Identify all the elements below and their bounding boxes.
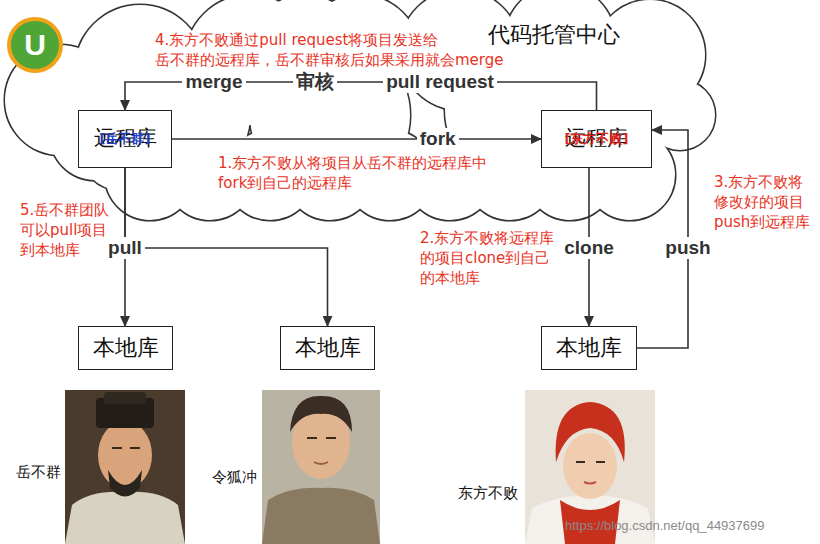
step-label: merge: [182, 71, 245, 94]
node-title: 本地库: [556, 335, 622, 361]
repo-box: 本地库: [78, 326, 173, 370]
edge-label: pull: [105, 237, 145, 260]
edge-label: fork: [417, 128, 459, 151]
annotation: 2.东方不败将远程库 的项目clone到自己 的本地库: [420, 228, 570, 288]
logo-circle: [9, 19, 61, 71]
person-name: 东方不败: [458, 484, 518, 503]
node-title: 本地库: [93, 335, 159, 361]
node-title: 本地库: [295, 335, 361, 361]
node-owner: [岳不群]: [100, 131, 151, 147]
repo-box: 远程库[东方不败]: [541, 110, 652, 168]
person-name: 令狐冲: [212, 468, 257, 487]
annotation: 1.东方不败从将项目从岳不群的远程库中 fork到自己的远程库: [218, 153, 503, 193]
annotation: 4.东方不败通过pull request将项目发送给 岳不群的远程库，岳不群审核…: [155, 30, 535, 70]
node-owner: [东方不败]: [565, 131, 629, 147]
annotation: 5.岳不群团队 可以pull项目 到本地库: [20, 200, 116, 260]
connector-arrow: [172, 138, 541, 140]
logo-letter: U: [24, 30, 46, 60]
step-label: 审核: [293, 71, 337, 94]
node-title: 代码托管中心: [488, 22, 620, 48]
edge-label: clone: [561, 237, 617, 260]
repo-box: 本地库: [280, 326, 375, 370]
portrait-linghu: [262, 390, 380, 544]
repo-box: 远程库[岳不群]: [78, 110, 172, 168]
edge-label: push: [662, 237, 713, 260]
person-name: 岳不群: [16, 463, 61, 482]
edge-label: pull request: [383, 71, 497, 94]
portrait-yue: [65, 390, 185, 544]
annotation: 3.东方不败将 修改好的项目 push到远程库: [714, 172, 814, 232]
repo-box: 本地库: [541, 326, 637, 370]
watermark: https://blog.csdn.net/qq_44937699: [565, 518, 765, 533]
